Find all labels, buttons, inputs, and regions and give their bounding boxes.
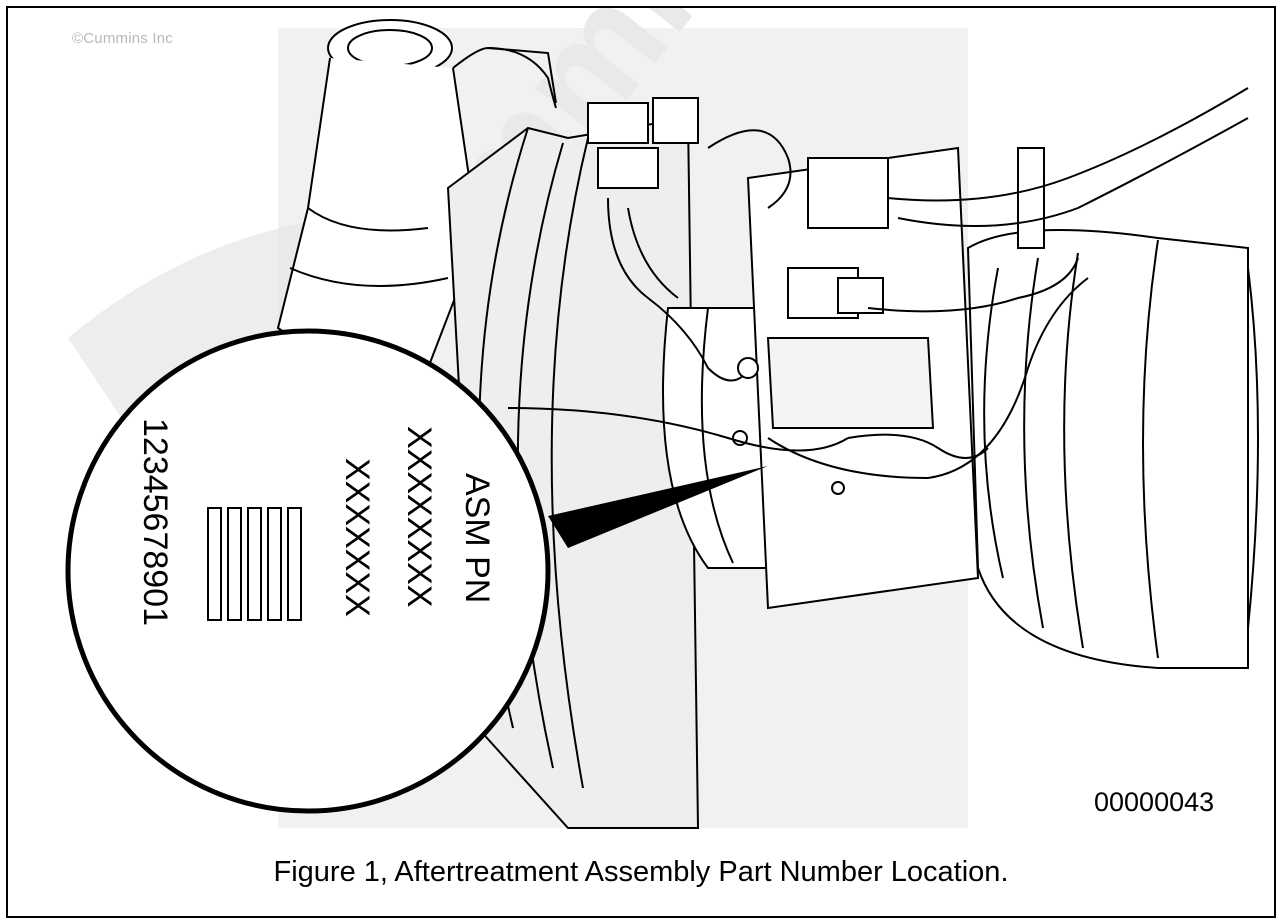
inlet-housing [276,19,557,369]
copyright-notice: ©Cummins Inc [72,30,173,47]
aftertreatment-illustration: Cummins [65,8,1259,829]
label-serial-number: 12345678901 [136,418,174,626]
label-asm-pn: ASM PN [458,473,496,603]
label-part-number-2: XXXXXXX [338,458,376,617]
figure-code: 00000043 [1094,787,1215,817]
barcode-icon [207,507,302,621]
sensor-modules [587,97,889,319]
magnifier-pointer [548,466,768,548]
watermark-swoosh [68,213,648,428]
shell-center [662,146,980,610]
figure-frame: Cummins [6,6,1276,918]
label-part-number-1: XXXXXXXX [400,426,438,607]
hoses-and-wires [487,47,1249,480]
shell-right [966,147,1259,669]
magnifier-callout: ASM PN XXXXXXXX XXXXXXX 12345678901 [65,328,551,814]
figure-caption: Figure 1, Aftertreatment Assembly Part N… [273,856,1009,888]
